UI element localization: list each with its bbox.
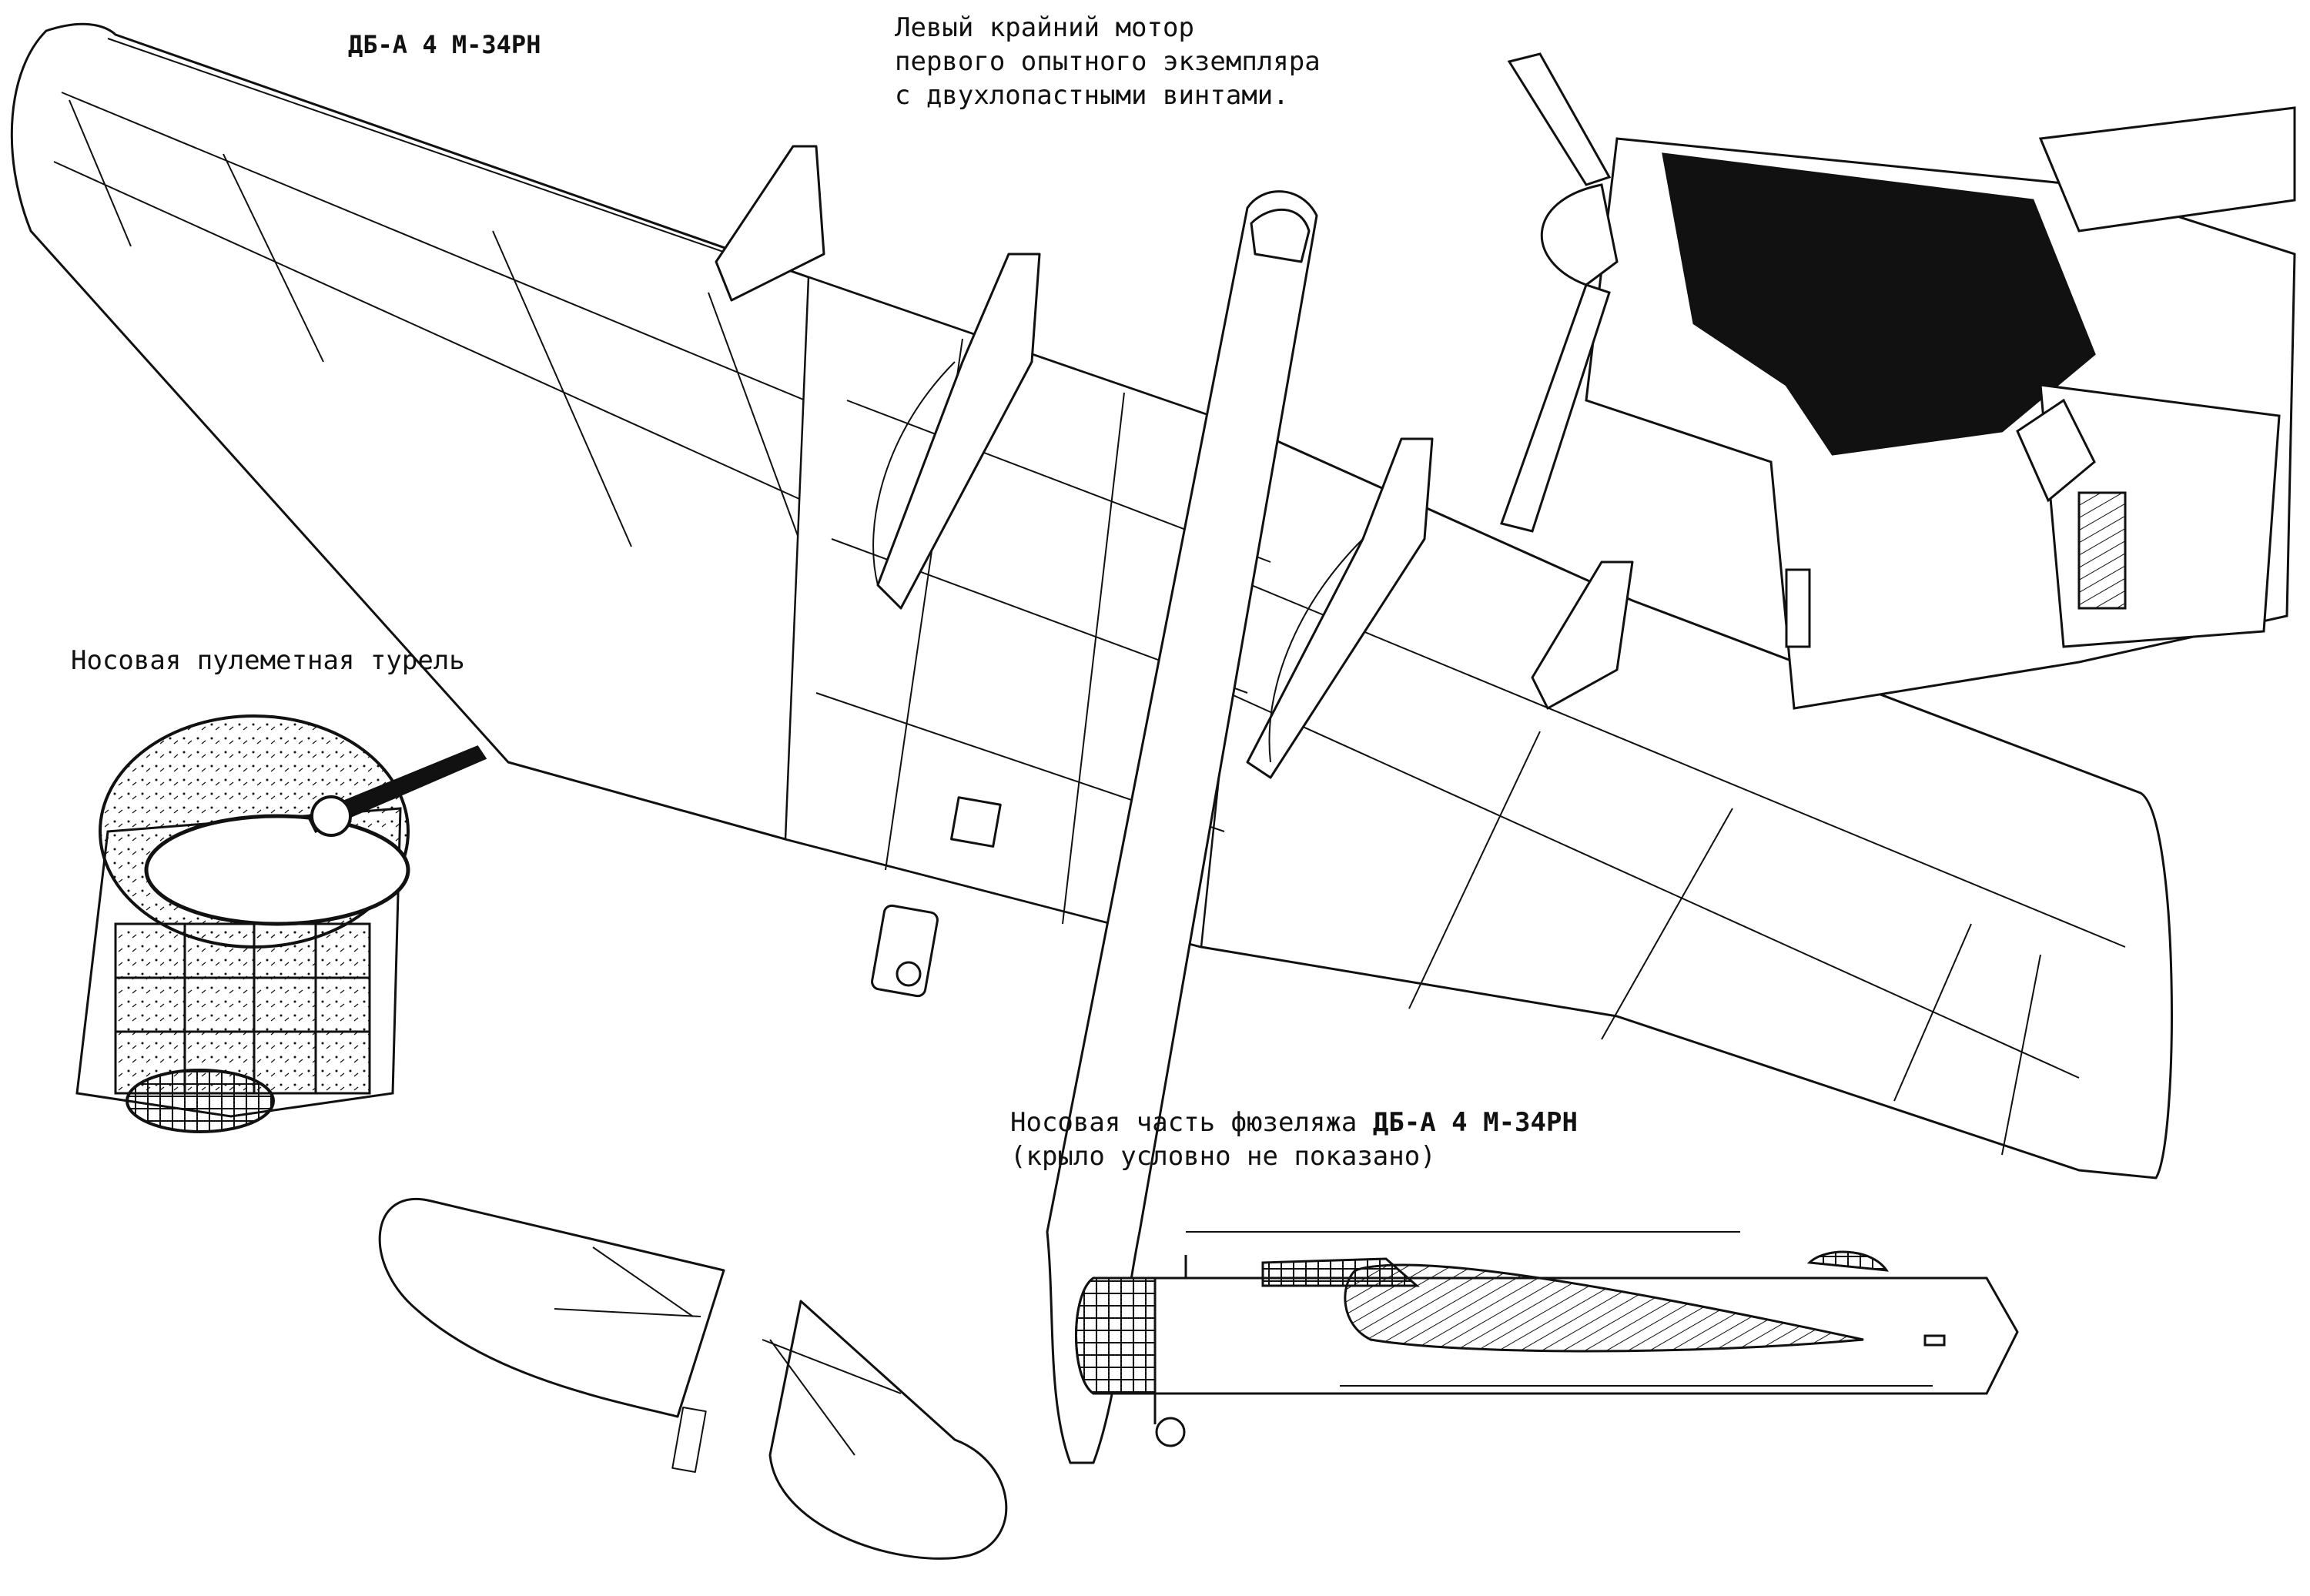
nacelle-2 bbox=[876, 253, 1041, 610]
propeller-blade-bottom bbox=[1500, 283, 1611, 533]
turret-caption: Носовая пулеметная турель bbox=[71, 645, 465, 676]
engine-bay-dark bbox=[1662, 152, 2096, 456]
radiator-grille bbox=[2077, 491, 2127, 610]
motor-caption-line-1: Левый крайний мотор bbox=[895, 12, 1194, 43]
gear-leg bbox=[2016, 398, 2096, 503]
motor-caption-line-3: с двухлопастными винтами. bbox=[895, 80, 1289, 112]
turret-lower-window bbox=[126, 1069, 275, 1133]
engine-detail bbox=[1500, 52, 2296, 710]
nose-caption-model: ДБ-А 4 М-34РН bbox=[1372, 1107, 1578, 1138]
nose-caption-prefix: Носовая часть фюзеляжа bbox=[1010, 1107, 1358, 1138]
side-wheel bbox=[1155, 1417, 1186, 1447]
wing-section-hatched bbox=[1344, 1263, 1864, 1353]
turret-ring bbox=[144, 814, 410, 926]
turret-glazing bbox=[114, 922, 371, 1095]
title-top: ДБ-А 4 М-34РН bbox=[348, 30, 541, 59]
nose-glazing bbox=[1250, 208, 1311, 263]
nose-side-view bbox=[1075, 1231, 2019, 1447]
motor-caption: Левый крайний мотор первого опытного экз… bbox=[895, 11, 1321, 113]
nacelle-4 bbox=[1531, 560, 1634, 710]
fuselage-port bbox=[896, 961, 922, 987]
wing-edge bbox=[2038, 106, 2296, 233]
engine-nacelles bbox=[715, 145, 1634, 779]
fuselage-hatch-2 bbox=[871, 904, 939, 998]
nose-caption-line-1: Носовая часть фюзеляжа ДБ-А 4 М-34РН bbox=[1010, 1106, 1578, 1139]
side-nose-glazing bbox=[1075, 1276, 1157, 1395]
motor-caption-line-2: первого опытного экземпляра bbox=[895, 46, 1321, 78]
fuselage-outline bbox=[1046, 190, 1318, 1464]
tail-plane-left bbox=[378, 1198, 725, 1418]
aircraft-plan-view bbox=[10, 22, 2173, 1560]
turret-detail bbox=[75, 714, 487, 1133]
dorsal-turret bbox=[1806, 1250, 1890, 1272]
tail-plane-right bbox=[768, 1300, 1008, 1560]
nose-caption: Носовая часть фюзеляжа ДБ-А 4 М-34РН (кр… bbox=[1010, 1106, 1578, 1173]
nose-caption-line-2: (крыло условно не показано) bbox=[1010, 1141, 1436, 1173]
spinner bbox=[1540, 183, 1619, 286]
fuselage-hatch bbox=[950, 796, 1002, 848]
propeller-blade-top bbox=[1507, 52, 1612, 186]
nacelle-1 bbox=[715, 145, 825, 302]
